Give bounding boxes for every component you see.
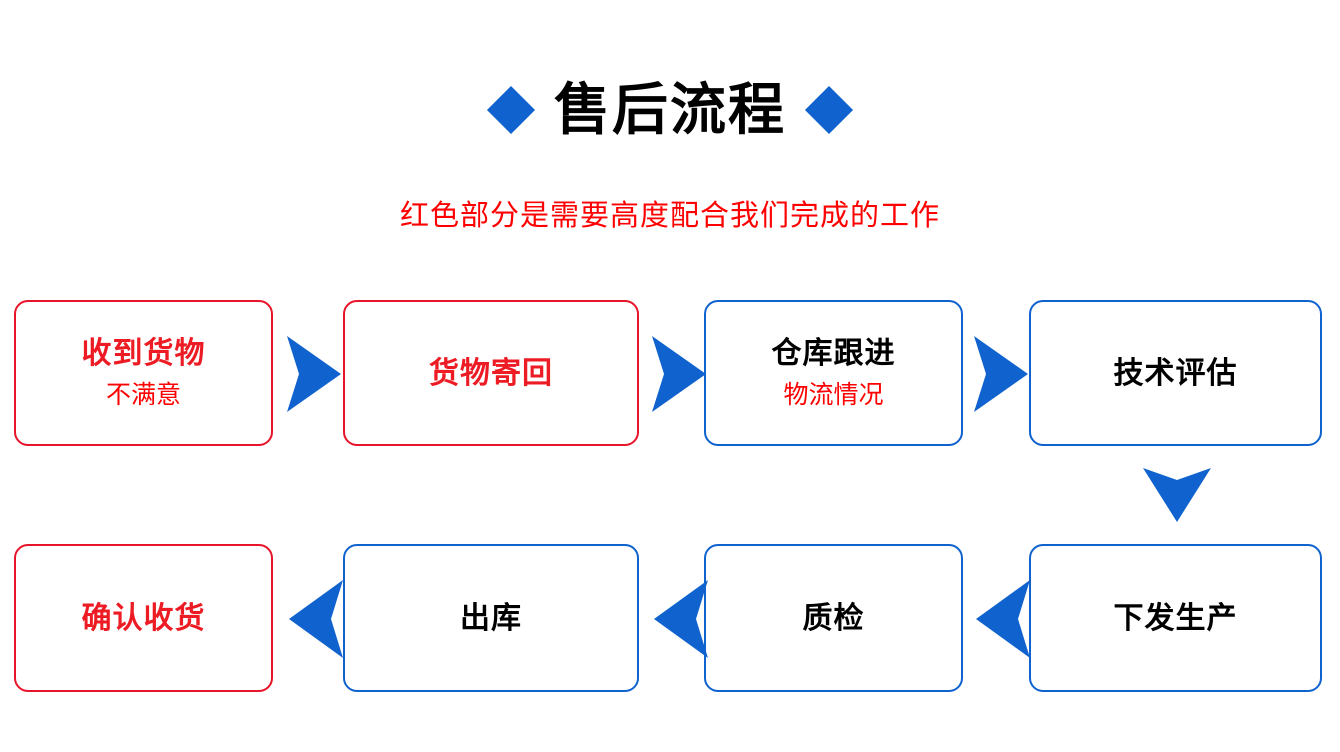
flow-node-title: 确认收货	[81, 601, 206, 635]
flow-node-subtitle: 物流情况	[783, 380, 884, 409]
flow-node-receive-goods[interactable]: 收到货物 不满意	[14, 300, 273, 446]
arrow-right-icon-3	[970, 332, 1030, 416]
flow-node-subtitle: 不满意	[105, 380, 181, 409]
flow-node-technical-assessment[interactable]: 技术评估	[1029, 300, 1322, 446]
flow-node-title: 仓库跟进	[771, 336, 896, 370]
arrow-down-icon-1	[1139, 464, 1215, 526]
flow-node-quality-check[interactable]: 质检	[704, 544, 963, 692]
flow-node-title: 货物寄回	[429, 356, 553, 390]
arrow-right-icon-1	[283, 332, 343, 416]
flow-node-title: 技术评估	[1113, 356, 1238, 390]
flow-node-outbound[interactable]: 出库	[343, 544, 639, 692]
arrow-left-icon-1	[285, 576, 347, 662]
flow-node-issue-production[interactable]: 下发生产	[1029, 544, 1322, 692]
flow-node-confirm-receipt[interactable]: 确认收货	[14, 544, 273, 692]
flow-node-title: 下发生产	[1113, 601, 1238, 635]
arrow-right-icon-2	[648, 332, 708, 416]
flow-node-warehouse-followup[interactable]: 仓库跟进 物流情况	[704, 300, 963, 446]
page-subtitle: 红色部分是需要高度配合我们完成的工作	[399, 200, 940, 232]
flow-node-send-back[interactable]: 货物寄回	[343, 300, 639, 446]
flow-node-title: 收到货物	[81, 336, 206, 370]
page-title: 售后流程	[554, 78, 786, 141]
flow-node-title: 出库	[460, 601, 522, 635]
arrow-left-icon-3	[972, 576, 1034, 662]
flow-node-title: 质检	[802, 601, 865, 635]
title-row: 售后流程	[0, 82, 1340, 138]
arrow-left-icon-2	[650, 576, 712, 662]
